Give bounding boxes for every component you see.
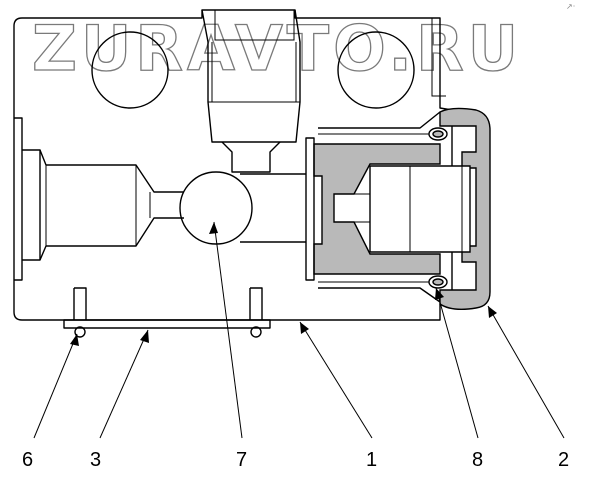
check-ball-7 [179,171,253,245]
outlet-seal-2 [305,107,491,311]
right-top-port [337,31,415,109]
left-passage [22,149,184,261]
leader-lines [33,221,565,439]
mounting-bracket-3 [63,287,271,338]
center-passage [240,173,306,243]
callout-label-2: 2 [558,449,569,471]
callout-label-7: 7 [236,449,247,471]
corner-mark: ↗· [566,2,575,11]
callout-label-8: 8 [472,449,483,471]
watermark-text: ZURAVTO.RU [32,12,522,85]
callout-label-6: 6 [22,449,33,471]
left-top-port [91,31,169,109]
callout-label-3: 3 [90,449,101,471]
callout-label-1: 1 [366,449,377,471]
top-passage [201,9,301,173]
valve-body [13,9,453,321]
